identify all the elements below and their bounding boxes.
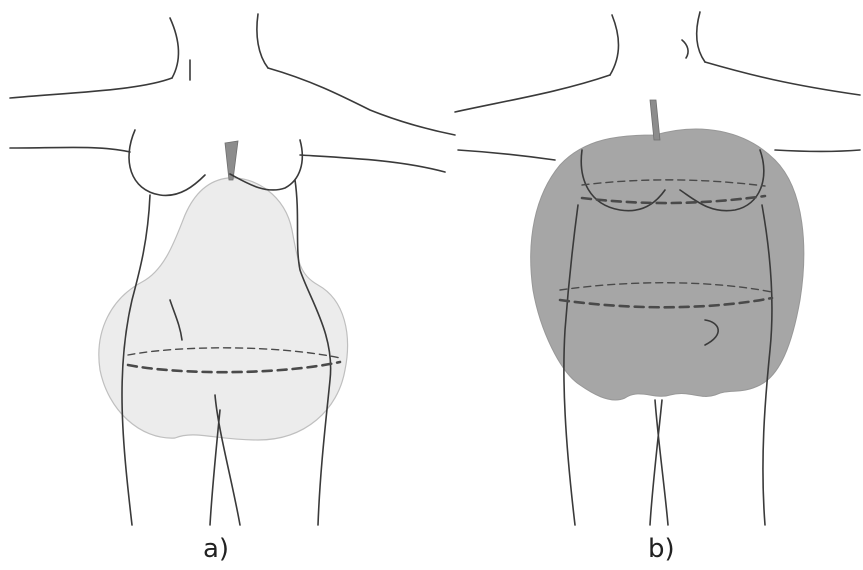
panel-a-right-arm-lower — [300, 155, 445, 172]
panel-b-label: b) — [648, 536, 675, 562]
panel-b-neck-left — [610, 15, 619, 75]
panel-a-neck-right — [257, 14, 268, 68]
panel-a-left-arm-lower — [10, 147, 130, 152]
panel-b-right-shoulder — [705, 62, 860, 95]
panel-a-left-shoulder — [10, 78, 172, 98]
panel-a-pear-figure — [10, 14, 455, 525]
panel-b-inner-leg-left — [655, 400, 668, 525]
panel-b-left-arm-lower — [458, 150, 555, 160]
panel-b-neck-right — [697, 12, 705, 62]
panel-b-apple-figure — [455, 12, 860, 525]
panel-a-label: a) — [203, 536, 229, 562]
panel-b-collar — [682, 40, 688, 58]
apple-stem — [650, 100, 660, 140]
panel-a-neck-left — [170, 18, 179, 78]
pear-fruit-shape — [99, 178, 348, 440]
panel-b-right-arm-lower — [775, 150, 860, 152]
panel-b-left-shoulder — [455, 75, 610, 112]
panel-a-right-shoulder — [268, 68, 455, 135]
panel-a-left-breast — [129, 130, 205, 195]
